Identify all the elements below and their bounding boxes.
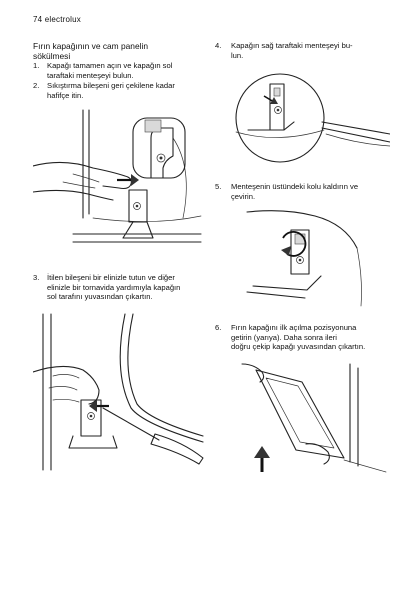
step-6-line3: doğru çekip kapağı yuvasından çıkartın.	[231, 342, 366, 352]
step-6-number: 6.	[215, 323, 222, 332]
figure-screwdriver-removal	[33, 312, 205, 472]
step-6-line1: Fırın kapağını ilk açılma pozisyonuna	[231, 323, 357, 332]
section-title-line2: sökülmesi	[33, 51, 71, 62]
step-3-line3: sol tarafını yuvasından çıkartın.	[47, 292, 153, 302]
step-6: 6. Fırın kapağını ilk açılma pozisyonuna…	[215, 323, 390, 353]
step-2-number: 2.	[33, 81, 40, 90]
step-4: 4. Kapağın sağ taraftaki menteşeyi bu- l…	[215, 41, 390, 61]
step-3-line2: elinizle bir tornavida yardımıyla kapağı…	[47, 282, 181, 292]
step-5-line1: Menteşenin üstündeki kolu kaldırın ve	[231, 182, 359, 191]
step-1-line2: taraftaki menteşeyi bulun.	[47, 70, 134, 80]
step-2-line1: Sıkıştırma bileşeni geri çekilene kadar	[47, 81, 175, 90]
section-title-line1: Fırın kapağının ve cam panelin	[33, 41, 148, 51]
step-2-line2: hafifçe itin.	[47, 90, 84, 100]
step-5: 5. Menteşenin üstündeki kolu kaldırın ve…	[215, 182, 390, 202]
step-6-line2: getirin (yarıya). Daha sonra ileri	[231, 332, 337, 342]
section-title: Fırın kapağının ve cam panelin sökülmesi	[33, 41, 213, 61]
step-4-line2: lun.	[231, 50, 244, 60]
step-5-line2: çevirin.	[231, 191, 256, 201]
page-header: 74 electrolux	[33, 15, 81, 24]
step-3-line1: İtilen bileşeni bir elinizle tutun ve di…	[47, 273, 175, 282]
figure-hinge-clamp-push	[33, 108, 203, 260]
step-1-line1: Kapağı tamamen açın ve kapağın sol	[47, 61, 173, 70]
step-5-number: 5.	[215, 182, 222, 191]
step-4-line1: Kapağın sağ taraftaki menteşeyi bu-	[231, 41, 353, 50]
figure-lever-rotate	[245, 208, 390, 308]
step-3: 3. İtilen bileşeni bir elinizle tutun ve…	[33, 273, 208, 303]
figure-door-removal	[240, 362, 390, 474]
figure-right-hinge	[218, 72, 390, 170]
step-4-number: 4.	[215, 41, 222, 50]
step-3-number: 3.	[33, 273, 40, 282]
step-1-number: 1.	[33, 61, 40, 70]
step-1: 1. Kapağı tamamen açın ve kapağın sol ta…	[33, 61, 208, 81]
step-2: 2. Sıkıştırma bileşeni geri çekilene kad…	[33, 81, 208, 101]
